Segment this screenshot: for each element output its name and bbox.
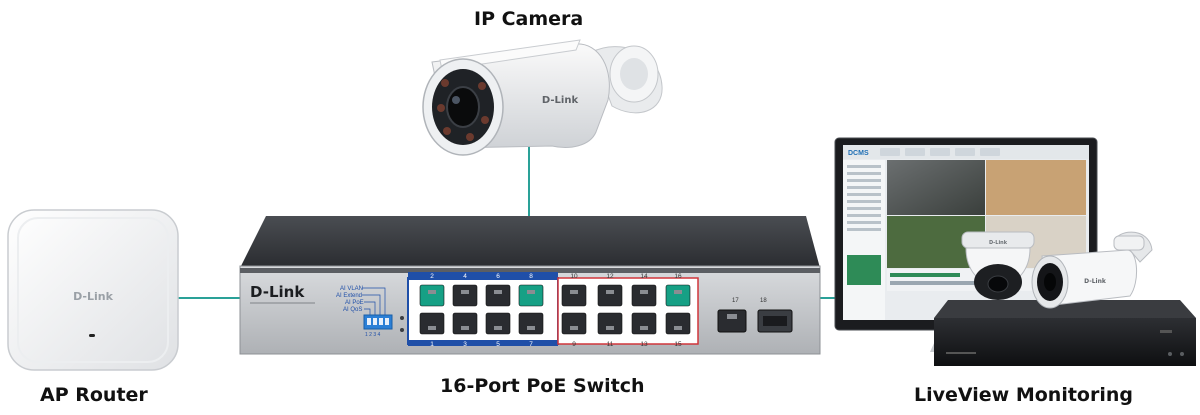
rj45-port-6[interactable] [485, 284, 511, 307]
ip-camera-device: D-Link [422, 39, 663, 156]
rj45-port-5[interactable] [485, 312, 511, 335]
uplink-label-18: 18 [760, 298, 767, 304]
port-number-9: 9 [572, 341, 576, 348]
ap-router-label: AP Router [40, 384, 148, 406]
dip-label-qos: AI QoS [343, 307, 362, 313]
dip-switch-labels: AI VLAN AI Extend AI PoE AI QoS [336, 286, 364, 313]
rj45-port-15[interactable] [665, 312, 691, 335]
uplink-rj45-port[interactable] [717, 309, 747, 333]
rj45-port-11[interactable] [597, 312, 623, 335]
rj45-port-4[interactable] [452, 284, 478, 307]
dip-label-poe: AI PoE [345, 300, 364, 306]
port-number-4: 4 [463, 273, 467, 280]
port-number-6: 6 [496, 273, 500, 280]
ap-status-led [89, 334, 95, 337]
bullet-camera-device: D-Link [1031, 231, 1153, 309]
rj45-port-12[interactable] [597, 284, 623, 307]
port-number-3: 3 [463, 341, 467, 348]
rj45-port-14[interactable] [631, 284, 657, 307]
ip-camera-label: IP Camera [474, 8, 584, 30]
rj45-port-8[interactable] [518, 284, 544, 307]
rj45-port-3[interactable] [452, 312, 478, 335]
port-number-8: 8 [529, 273, 533, 280]
rj45-port-2[interactable] [419, 284, 445, 307]
port-number-5: 5 [496, 341, 500, 348]
port-number-1: 1 [430, 341, 434, 348]
uplink-label-17: 17 [732, 298, 739, 304]
switch-label: 16-Port PoE Switch [440, 375, 645, 397]
port-number-11: 11 [607, 341, 614, 348]
rj45-ports [419, 284, 691, 335]
dip-label-vlan: AI VLAN [340, 286, 363, 292]
rj45-port-10[interactable] [561, 284, 587, 307]
port-number-15: 15 [674, 341, 682, 348]
rj45-port-13[interactable] [631, 312, 657, 335]
monitor-app-name: DCMS [848, 150, 869, 157]
port-number-10: 10 [570, 273, 578, 280]
dip-label-extend: AI Extend [336, 293, 362, 299]
port-number-16: 16 [674, 273, 682, 280]
dip-numbers: 1 2 3 4 [365, 332, 381, 338]
poe-switch-device: D-Link AI VLAN AI Extend AI PoE AI QoS 1… [239, 216, 821, 355]
ap-router-device: D-Link [7, 209, 179, 371]
port-number-12: 12 [606, 273, 614, 280]
rj45-port-9[interactable] [561, 312, 587, 335]
switch-brand-logo: D-Link [250, 283, 305, 301]
liveview-monitoring-label: LiveView Monitoring [914, 384, 1133, 406]
camera-brand-logo: D-Link [542, 95, 579, 106]
dome-camera-device: D-Link [961, 231, 1035, 300]
port-number-14: 14 [640, 273, 648, 280]
rj45-port-16[interactable] [665, 284, 691, 307]
port-number-2: 2 [430, 273, 434, 280]
bullet-camera-brand-logo: D-Link [1084, 278, 1107, 285]
rj45-port-7[interactable] [518, 312, 544, 335]
ap-brand-logo: D-Link [73, 290, 114, 303]
port-number-7: 7 [529, 341, 533, 348]
rj45-port-1[interactable] [419, 312, 445, 335]
port-number-13: 13 [640, 341, 648, 348]
dome-camera-brand-logo: D-Link [989, 240, 1008, 246]
nvr-device [934, 300, 1196, 366]
